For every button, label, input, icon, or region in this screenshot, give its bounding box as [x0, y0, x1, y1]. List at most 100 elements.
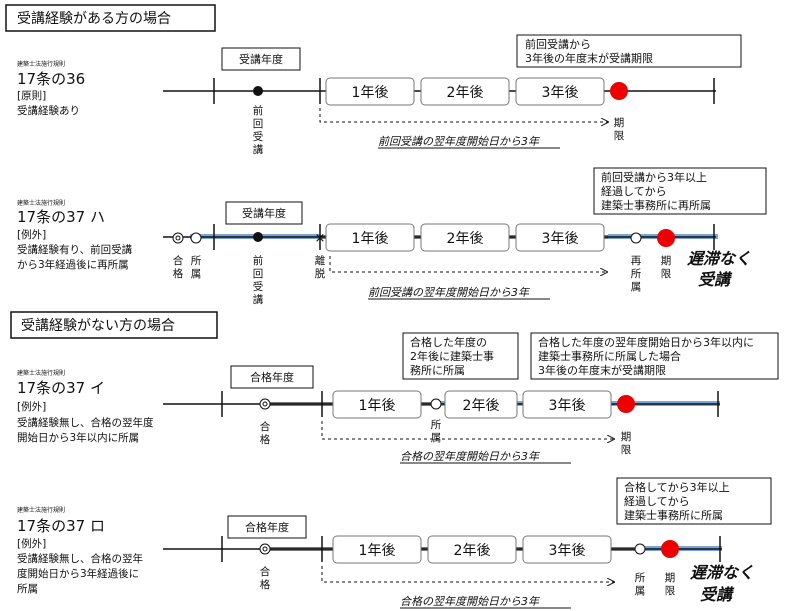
- svg-text:脱: 脱: [315, 267, 326, 280]
- rule-ref: 建築士法施行規則: [17, 506, 65, 514]
- svg-text:属: 属: [631, 281, 642, 293]
- row-17-37-i: 建築士法施行規則 17条の37 イ [例外] 受講経験無し、合格の翌年度 開始日…: [17, 332, 779, 464]
- rule-ref: 建築士法施行規則: [17, 369, 65, 377]
- leave-mark: ×: [315, 231, 326, 246]
- deadline-dot: [610, 82, 628, 100]
- callout-line: 3年後の年度末が受講期限: [525, 51, 653, 65]
- callout-box-left: [402, 332, 519, 380]
- span-note: 合格の翌年度開始日から3年: [400, 595, 540, 608]
- description-line: 開始日から3年以内に所属: [17, 431, 139, 444]
- year-cell-1: [325, 223, 415, 252]
- callout-line: 3年後の年度末が受講期限: [538, 363, 666, 377]
- year-cell-label: 1年後: [359, 398, 396, 414]
- year-cell-1: [332, 535, 422, 564]
- span-arrow: [319, 108, 608, 122]
- pass-marker: [259, 398, 271, 410]
- svg-text:限: 限: [665, 585, 676, 597]
- callout-line: 建築士事務所に所属: [624, 508, 723, 522]
- year-box: [227, 515, 307, 539]
- span-note: 合格の翌年度開始日から3年: [400, 450, 540, 463]
- rule-ref: 建築士法施行規則: [17, 60, 65, 68]
- svg-text:期: 期: [621, 431, 632, 443]
- callout-line: 建築士事務所に所属した場合: [538, 349, 681, 363]
- year-cell-2: [420, 223, 510, 252]
- big-note-line: 受講: [700, 585, 735, 604]
- callout-line: 務所に所属: [410, 363, 465, 377]
- callout-line: 前回受講から3年以上: [601, 170, 707, 184]
- callout-line: 前回受講から: [525, 37, 591, 51]
- svg-text:属: 属: [191, 268, 202, 280]
- deadline-dot: [657, 229, 675, 247]
- year-box-label: 受講年度: [239, 52, 283, 66]
- article-label: 17条の37 ハ: [17, 208, 105, 226]
- year-cell-label: 2年後: [447, 85, 484, 101]
- year-cell-3: [515, 77, 605, 106]
- svg-text:属: 属: [431, 432, 442, 444]
- year-cell-label: 1年後: [352, 231, 389, 247]
- year-cell-1: [325, 77, 415, 106]
- callout-line: 合格してから3年以上: [624, 480, 730, 494]
- svg-text:期: 期: [665, 572, 676, 584]
- svg-text:回: 回: [253, 118, 264, 130]
- deadline-dot: [661, 540, 679, 558]
- year-cell-2: [420, 77, 510, 106]
- span-note: 前回受講の翌年度開始日から3年: [378, 135, 540, 148]
- svg-text:限: 限: [621, 444, 632, 456]
- year-box: [230, 365, 314, 389]
- description-line: から3年経過後に再所属: [17, 258, 129, 271]
- description-line: 受講経験無し、合格の翌年: [17, 552, 143, 565]
- svg-text:合: 合: [260, 420, 271, 433]
- year-cell-label: 3年後: [549, 543, 586, 559]
- svg-text:離: 離: [315, 254, 326, 267]
- pass-marker: [172, 232, 184, 244]
- description-line: 受講経験あり: [17, 104, 80, 117]
- pass-label-vertical: 合 格: [260, 565, 271, 591]
- svg-text:合: 合: [173, 254, 184, 267]
- big-note-line: 遅滞なく: [687, 249, 751, 268]
- affiliation-label-vertical: 所 属: [635, 572, 646, 597]
- pass-marker: [259, 543, 271, 555]
- callout-box: [516, 34, 742, 68]
- row-17-37-ro: 建築士法施行規則 17条の37 ロ [例外] 受講経験無し、合格の翌年 度開始日…: [17, 477, 772, 609]
- section-header-label: 受講経験がない方の場合: [21, 318, 175, 334]
- callout-line: 合格した年度の: [410, 335, 487, 349]
- affiliation-marker: [190, 232, 202, 244]
- year-cell-label: 3年後: [542, 85, 579, 101]
- affiliation-marker: [430, 398, 442, 410]
- svg-text:期: 期: [661, 255, 672, 267]
- year-cell-label: 2年後: [447, 231, 484, 247]
- description-line: 受講経験無し、合格の翌年度: [17, 416, 154, 429]
- year-cell-label: 3年後: [542, 231, 579, 247]
- year-box: [221, 47, 301, 71]
- reaffiliation-marker: [630, 232, 642, 244]
- callout-line: 建築士事務所に再所属: [601, 198, 711, 212]
- callout-box: [616, 477, 772, 525]
- affiliation-label-vertical: 所 属: [431, 419, 442, 444]
- attend-dot: [253, 86, 263, 96]
- svg-text:格: 格: [260, 433, 271, 446]
- svg-text:回: 回: [253, 268, 264, 280]
- category-label: [原則]: [17, 90, 46, 102]
- svg-text:再: 再: [631, 255, 642, 267]
- year-cell-label: 3年後: [549, 398, 586, 414]
- callout-box: [593, 167, 767, 215]
- deadline-label-vertical: 期 限: [665, 572, 676, 597]
- span-arrow: [329, 256, 607, 272]
- span-note: 前回受講の翌年度開始日から3年: [368, 286, 530, 299]
- callout-line: 合格した年度の翌年度開始日から3年以内に: [538, 335, 754, 349]
- callout-line: 2年後に建築士事: [410, 349, 494, 363]
- svg-text:格: 格: [260, 578, 271, 591]
- svg-text:合: 合: [260, 565, 271, 578]
- svg-text:講: 講: [253, 143, 264, 156]
- svg-text:受: 受: [253, 281, 264, 293]
- rule-ref: 建築士法施行規則: [17, 199, 65, 207]
- svg-text:前: 前: [253, 104, 264, 117]
- article-label: 17条の36: [17, 70, 85, 88]
- section-header-with-experience: 受講経験がある方の場合: [5, 4, 216, 32]
- year-box-label: 合格年度: [250, 370, 294, 384]
- svg-text:限: 限: [614, 130, 625, 142]
- year-cell-label: 1年後: [359, 543, 396, 559]
- year-box-label: 受講年度: [242, 206, 286, 220]
- year-cell-3: [515, 223, 605, 252]
